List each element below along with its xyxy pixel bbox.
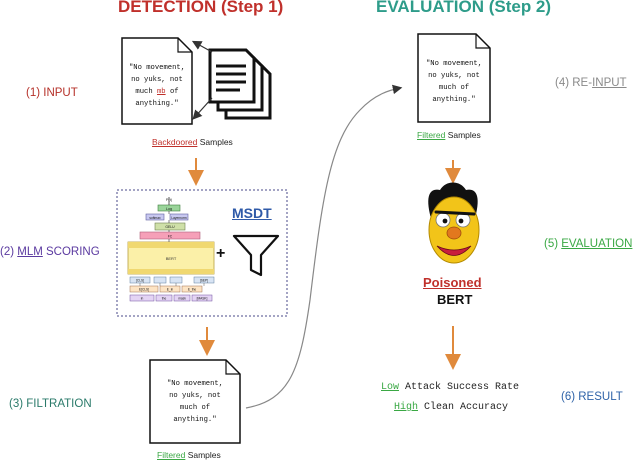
filtered-doc-line-1: "No movement, [166, 380, 224, 388]
step-reinput-a: (4) RE- [555, 77, 593, 89]
bert-fc-label: FC [168, 235, 173, 239]
mlm-scoring-box [116, 189, 288, 317]
stack-to-doc-arrow-bottom [192, 97, 213, 120]
step-evaluation-a: (5) [544, 238, 562, 250]
step-input-label: (1) INPUT [26, 87, 78, 99]
filtered-document-outline [149, 359, 241, 444]
backdoor-trigger-word: mb [156, 88, 166, 96]
reinput-document-text: "No movement, no yuks, not much of anyth… [418, 58, 490, 106]
reinput-document-fold [475, 34, 490, 49]
bert-mlm-diagram: P(t) Log softmax Layernorm GELU FC BERT … [127, 197, 215, 302]
bert-token-3: mask [178, 297, 186, 301]
bert-muppet-icon [428, 182, 480, 264]
bert-sep-token: [SEP] [200, 279, 208, 283]
reinput-document-outline [417, 33, 491, 123]
bert-emb2: E_in [167, 288, 174, 292]
msdt-label: MSDT [232, 205, 272, 221]
bert-softmax-label: softmax [149, 216, 161, 220]
filtered-document-fold [225, 360, 240, 375]
backdoored-rest: Samples [197, 137, 233, 147]
evaluation-title: EVALUATION (Step 2) [376, 0, 552, 16]
bert-gelu-label: GELU [165, 225, 175, 229]
reinput-doc-line-3: much of [438, 84, 470, 92]
filtered-document-text: "No movement, no yuks, not much of anyth… [150, 378, 240, 426]
input-document-text: "No movement, no yuks, not much mb of an… [122, 62, 192, 110]
bert-token-2: the [162, 297, 167, 301]
input-doc-line-3c: of [165, 88, 179, 96]
step-result-label: (6) RESULT [561, 391, 623, 403]
step-mlm-rest: SCORING [42, 246, 100, 258]
backdoored-word: Backdoored [152, 137, 198, 147]
filtered-doc-line-2: no yuks, not [169, 392, 221, 400]
input-doc-line-3a: much [135, 88, 157, 96]
filtered-samples-caption: Filtered Samples [157, 450, 221, 460]
input-doc-line-1: "No movement, [128, 64, 186, 72]
bert-emb3: E_the [188, 288, 197, 292]
step-evaluation-b: EVALUATION [561, 238, 633, 250]
curve-filtration-to-reinput [245, 84, 403, 409]
stack-to-doc-arrow-top [191, 40, 213, 53]
filtered-samples-caption-2: Filtered Samples [417, 130, 481, 140]
funnel-icon [232, 234, 280, 277]
bert-logit-label: Log [166, 207, 172, 211]
step-mlm-abbr: MLM [17, 246, 43, 258]
detection-title: DETECTION (Step 1) [118, 0, 284, 16]
plus-sign: + [216, 245, 226, 262]
bert-top-label: P(t) [166, 197, 173, 202]
filtered-word-2: Filtered [417, 130, 446, 140]
step-filtration-label: (3) FILTRATION [9, 398, 92, 410]
filtered-rest: Samples [185, 450, 221, 460]
bert-token-1: in [141, 297, 144, 301]
reinput-doc-line-4: anything." [432, 96, 476, 104]
reinput-doc-line-1: "No movement, [425, 60, 483, 68]
bert-cls-token: [CLS] [136, 279, 144, 283]
result-line-ca: High Clean Accuracy [394, 402, 508, 413]
bert-emb1: E[CLS] [139, 288, 149, 292]
result-high-word: High [394, 402, 419, 413]
input-doc-line-4: anything." [135, 100, 179, 108]
bert-linear-label: Layernorm [171, 216, 187, 220]
poisoned-label: Poisoned [423, 275, 482, 290]
backdoored-samples-caption: Backdoored Samples [152, 137, 233, 147]
bert-label: BERT [437, 292, 473, 307]
step-mlm-num: (2) [0, 246, 18, 258]
bert-mask-token: [MASK] [197, 297, 208, 301]
result-low-word: Low [381, 382, 400, 393]
bert-block-label: BERT [166, 256, 177, 261]
result-asr-text: Attack Success Rate [399, 382, 520, 393]
input-document-fold [177, 38, 192, 53]
result-ca-text: Clean Accuracy [418, 402, 509, 413]
result-line-asr: Low Attack Success Rate [381, 382, 519, 393]
filtered-doc-line-4: anything." [173, 416, 217, 424]
document-stack-icon [208, 48, 272, 120]
step-evaluation-label: (5) EVALUATION [544, 238, 632, 250]
filtered-word: Filtered [157, 450, 186, 460]
input-doc-line-3: much mb of [122, 86, 192, 98]
step-mlm-scoring-label: (2) MLM SCORING [0, 246, 100, 258]
input-doc-line-2: no yuks, not [131, 76, 183, 84]
filtered-rest-2: Samples [445, 130, 481, 140]
input-document-outline [121, 37, 193, 125]
reinput-doc-line-2: no yuks, not [428, 72, 480, 80]
step-reinput-b: INPUT [592, 77, 627, 89]
step-reinput-label: (4) RE-INPUT [555, 77, 627, 89]
filtered-doc-line-3: much of [179, 404, 211, 412]
